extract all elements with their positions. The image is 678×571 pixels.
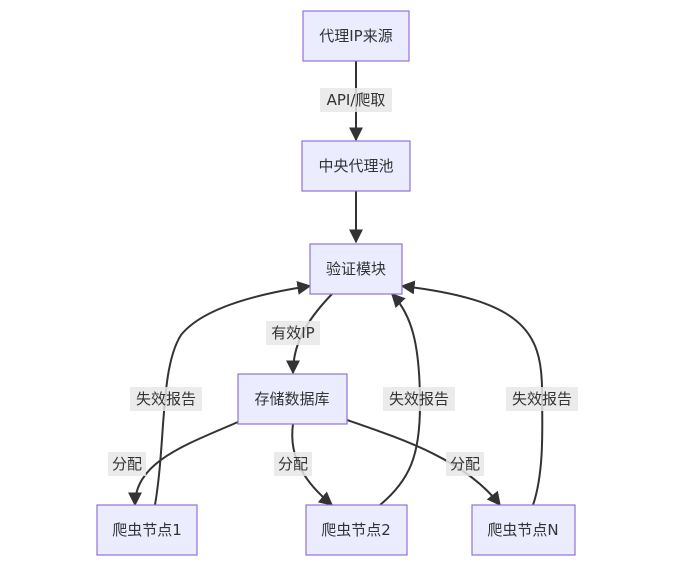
node-storage-db-label: 存储数据库 (254, 390, 329, 408)
node-crawler-n-label: 爬虫节点N (487, 521, 558, 539)
node-verify-module-label: 验证模块 (326, 260, 386, 278)
edge-label-assign-n: 分配 (446, 452, 484, 476)
edge-label-fail-report-1-text: 失效报告 (136, 390, 196, 408)
node-crawler-n: 爬虫节点N (471, 504, 576, 556)
edge-label-assign-1: 分配 (108, 452, 146, 476)
node-storage-db: 存储数据库 (237, 373, 348, 425)
edge-label-fail-report-2: 失效报告 (383, 387, 455, 411)
node-crawler-2-label: 爬虫节点2 (321, 521, 391, 539)
edge-label-fail-report-2-text: 失效报告 (389, 390, 449, 408)
node-central-pool-label: 中央代理池 (318, 157, 393, 175)
node-crawler-1-label: 爬虫节点1 (112, 521, 182, 539)
edge-label-assign-2-text: 分配 (278, 455, 308, 473)
edge-label-assign-1-text: 分配 (112, 455, 142, 473)
edge-label-assign-2: 分配 (274, 452, 312, 476)
edge-crawlerN-to-verify (400, 280, 544, 506)
node-crawler-2: 爬虫节点2 (305, 504, 408, 556)
node-proxy-source: 代理IP来源 (302, 10, 410, 62)
edge-label-api-crawl-text: API/爬取 (327, 91, 386, 109)
edge-label-valid-ip: 有效IP (266, 321, 320, 345)
edge-storage-to-crawlerN (346, 419, 501, 507)
edge-crawler1-to-verify (154, 280, 312, 506)
node-central-pool: 中央代理池 (301, 140, 411, 192)
edge-label-fail-report-n-text: 失效报告 (512, 390, 572, 408)
node-crawler-1: 爬虫节点1 (96, 504, 198, 556)
edge-label-fail-report-1: 失效报告 (130, 387, 202, 411)
edge-label-api-crawl: API/爬取 (320, 88, 392, 112)
edge-storage-to-crawler1 (128, 421, 239, 507)
node-verify-module: 验证模块 (309, 243, 403, 295)
edge-label-assign-n-text: 分配 (450, 455, 480, 473)
edge-label-valid-ip-text: 有效IP (271, 324, 314, 342)
node-proxy-source-label: 代理IP来源 (319, 27, 392, 45)
edge-label-fail-report-n: 失效报告 (506, 387, 578, 411)
